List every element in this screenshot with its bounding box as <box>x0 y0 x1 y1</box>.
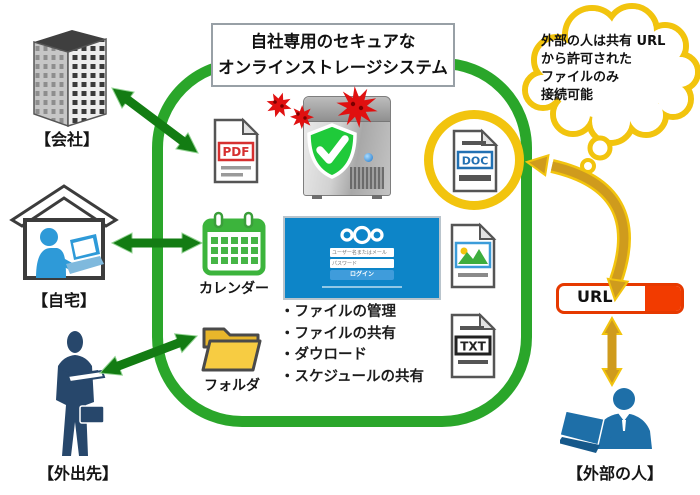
pdf-label: PDF <box>223 145 250 159</box>
businessman-icon <box>56 331 106 456</box>
url-label: URL <box>577 287 613 306</box>
txt-label: TXT <box>460 340 486 354</box>
mobile-label: 【外出先】 <box>37 464 118 483</box>
folder-icon <box>201 327 262 372</box>
folder-label: フォルダ <box>204 378 260 394</box>
image-file-icon <box>450 222 497 289</box>
shared-url-bar[interactable]: URL <box>556 283 684 314</box>
cloud-note-line: から許可された <box>541 52 633 67</box>
cloud-note-line: 接続可能 <box>541 88 594 103</box>
cloud-storage-logo-icon <box>340 225 384 245</box>
feature-item: ・ファイルの共有 <box>280 325 396 342</box>
login-password-input[interactable] <box>330 259 394 268</box>
home-user-icon <box>9 184 119 280</box>
url-to-user-arrow <box>601 315 623 388</box>
external-share-arrow <box>524 153 631 303</box>
external-label: 【外部の人】 <box>566 464 663 483</box>
cloud-note-line: ファイルのみ <box>541 70 620 85</box>
server-power-led <box>364 153 373 162</box>
title-line-2: オンラインストレージシステム <box>218 58 448 77</box>
feature-item: ・ファイルの管理 <box>280 304 396 320</box>
login-button[interactable]: ログイン <box>330 270 394 280</box>
external-user-icon <box>560 388 652 453</box>
txt-file-icon: TXT <box>450 312 497 379</box>
calendar-icon <box>202 211 266 276</box>
shared-file-highlight-ring <box>424 110 524 210</box>
login-screen: ログイン <box>283 216 441 300</box>
login-username-input[interactable] <box>330 248 394 257</box>
cloud-note: 外部の人は共有 URL から許可された ファイルのみ 接続可能 <box>541 33 697 105</box>
feature-item: ・ダウロード <box>280 347 367 363</box>
login-footer-line <box>322 286 402 288</box>
shield-check-icon <box>307 123 357 179</box>
calendar-label: カレンダー <box>199 281 269 297</box>
diagram-title-box: 自社専用のセキュアな オンラインストレージシステム <box>211 23 455 87</box>
pdf-file-icon: PDF <box>213 117 260 184</box>
cloud-note-line: 外部の人は共有 URL <box>541 34 666 49</box>
feature-list: ・ファイルの管理 ・ファイルの共有 ・ダウロード ・スケジュールの共有 <box>280 302 424 388</box>
url-bar-accent <box>645 286 681 311</box>
company-label: 【会社】 <box>34 130 99 149</box>
doc-file-icon: DOC <box>452 128 499 193</box>
office-building-icon <box>33 30 107 128</box>
doc-label: DOC <box>462 155 489 168</box>
feature-item: ・スケジュールの共有 <box>280 368 424 385</box>
title-line-1: 自社専用のセキュアな <box>250 32 416 51</box>
home-label: 【自宅】 <box>31 291 96 310</box>
